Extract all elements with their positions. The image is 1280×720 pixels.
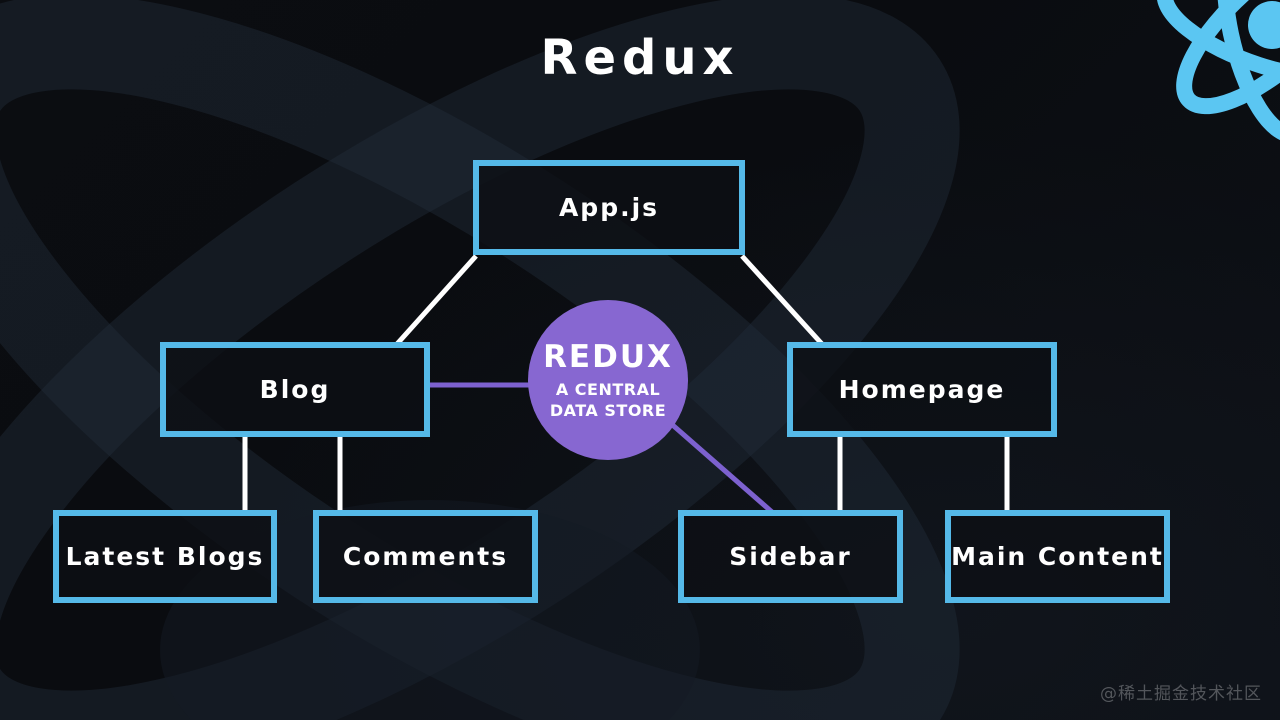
node-app-js-label: App.js xyxy=(558,193,660,222)
redux-store-title: REDUX xyxy=(543,338,673,375)
node-blog: Blog xyxy=(160,342,430,437)
redux-store-subtitle-line1: A CENTRAL xyxy=(555,379,661,399)
connector-store-sidebar xyxy=(658,412,774,514)
connector-app-blog xyxy=(395,254,478,346)
node-main-content: Main Content xyxy=(945,510,1170,603)
node-app-js: App.js xyxy=(473,160,745,255)
page-title: Redux xyxy=(540,30,740,86)
node-blog-label: Blog xyxy=(259,375,331,404)
redux-store-circle: REDUX A CENTRAL DATA STORE xyxy=(528,300,688,460)
redux-store-subtitle-line2: DATA STORE xyxy=(549,400,667,420)
node-sidebar-label: Sidebar xyxy=(729,542,852,571)
node-comments: Comments xyxy=(313,510,538,603)
node-comments-label: Comments xyxy=(342,542,509,571)
react-logo-icon xyxy=(1156,0,1280,143)
node-homepage-label: Homepage xyxy=(838,375,1006,404)
node-latest-blogs: Latest Blogs xyxy=(53,510,277,603)
watermark: @稀土掘金技术社区 xyxy=(1100,684,1262,704)
connector-app-homepage xyxy=(740,254,824,346)
node-homepage: Homepage xyxy=(787,342,1057,437)
node-main-content-label: Main Content xyxy=(951,542,1164,571)
node-sidebar: Sidebar xyxy=(678,510,903,603)
node-latest-blogs-label: Latest Blogs xyxy=(65,542,265,571)
